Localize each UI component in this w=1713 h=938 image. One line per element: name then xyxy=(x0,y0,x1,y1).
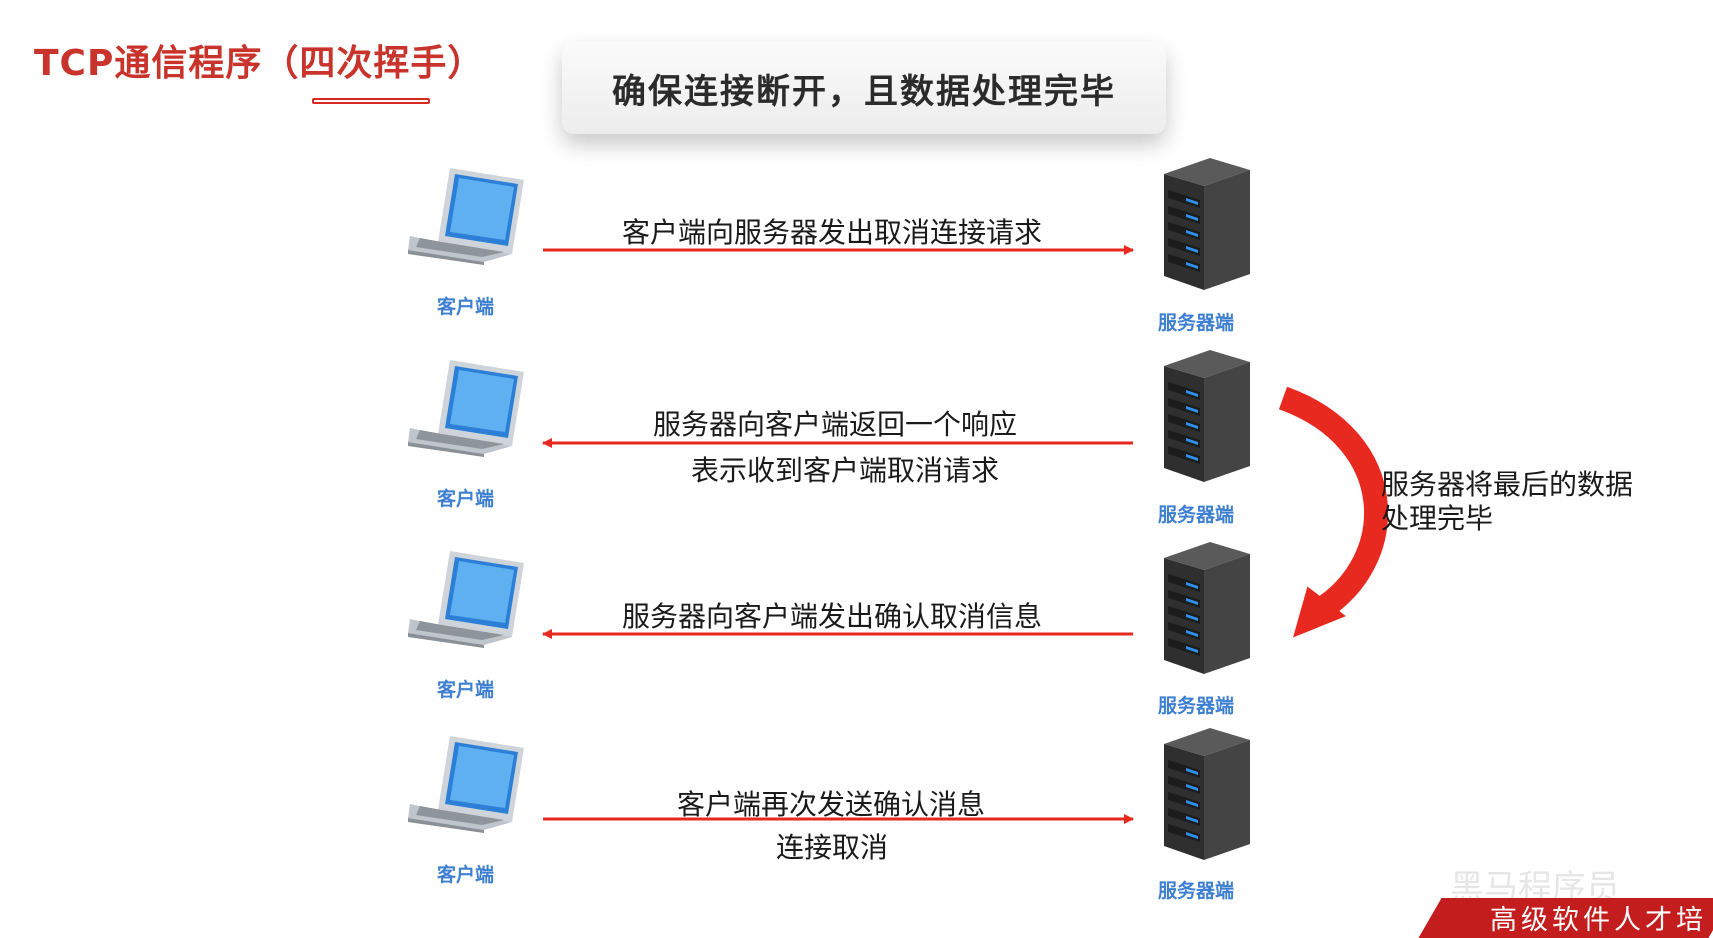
message-step-4-line2: 连接取消 xyxy=(776,831,889,864)
server-node-1 xyxy=(1158,156,1252,296)
side-note: 服务器将最后的数据 处理完毕 xyxy=(1381,468,1633,536)
client-label: 客户端 xyxy=(437,296,495,318)
client-label: 客户端 xyxy=(437,864,495,886)
laptop-icon xyxy=(408,736,524,833)
curved-arrow-icon xyxy=(1278,386,1388,638)
laptop-icon xyxy=(408,168,524,265)
message-step-2-line1: 服务器向客户端返回一个响应 xyxy=(653,408,1018,441)
laptop-icon xyxy=(408,360,524,457)
server-tower-icon xyxy=(1164,158,1250,290)
server-node-4 xyxy=(1158,726,1252,866)
footer-text: 高级软件人才培 xyxy=(1490,905,1707,936)
banner: 确保连接断开，且数据处理完毕 xyxy=(562,42,1166,134)
message-step-4-line1: 客户端再次发送确认消息 xyxy=(677,788,986,821)
server-label: 服务器端 xyxy=(1158,312,1235,334)
server-tower-icon xyxy=(1164,542,1250,674)
client-node-2 xyxy=(406,358,526,462)
message-step-1: 客户端向服务器发出取消连接请求 xyxy=(622,216,1043,249)
title-underline xyxy=(312,98,430,104)
slide-title: TCP通信程序（四次挥手） xyxy=(34,43,485,84)
server-tower-icon xyxy=(1164,350,1250,482)
side-note-line2: 处理完毕 xyxy=(1381,502,1494,535)
client-node-4 xyxy=(406,734,526,838)
server-label: 服务器端 xyxy=(1158,695,1235,717)
client-node-3 xyxy=(406,549,526,653)
client-label: 客户端 xyxy=(437,488,495,510)
side-note-line1: 服务器将最后的数据 xyxy=(1381,468,1634,501)
server-tower-icon xyxy=(1164,728,1250,860)
laptop-icon xyxy=(408,551,524,648)
server-label: 服务器端 xyxy=(1158,504,1235,526)
message-step-3: 服务器向客户端发出确认取消信息 xyxy=(622,600,1043,633)
server-label: 服务器端 xyxy=(1158,880,1235,902)
client-label: 客户端 xyxy=(437,679,495,701)
message-step-2-line2: 表示收到客户端取消请求 xyxy=(691,454,1000,487)
server-node-3 xyxy=(1158,540,1252,680)
server-node-2 xyxy=(1158,348,1252,488)
client-node-1 xyxy=(406,166,526,270)
